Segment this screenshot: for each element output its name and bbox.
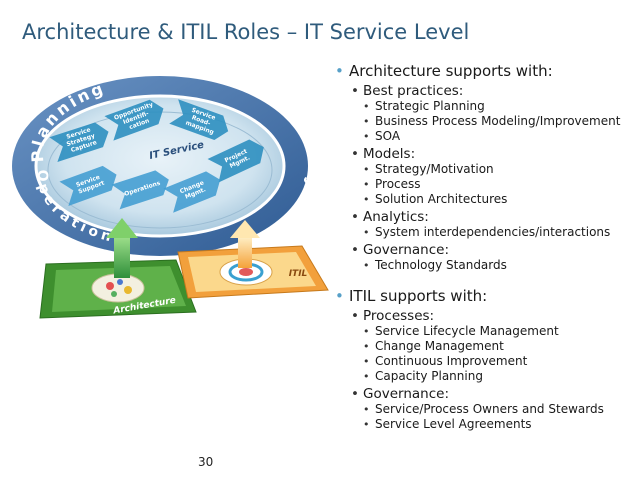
arch-heading: Architecture supports with: bbox=[333, 62, 635, 81]
list-item: Capacity Planning bbox=[333, 369, 635, 384]
arrow-service-support: Service Support bbox=[59, 165, 117, 207]
itil-processes: Processes: bbox=[333, 308, 635, 324]
list-item: Strategy/Motivation bbox=[333, 162, 635, 177]
platform-architecture: Architecture bbox=[39, 259, 197, 319]
arrow-project-mgmt: Project Mgmt. bbox=[207, 139, 264, 183]
supports-text: Architecture supports with: Best practic… bbox=[333, 60, 635, 432]
arch-analytics: Analytics: bbox=[333, 209, 635, 225]
arrow-operations: Operations bbox=[111, 170, 169, 210]
list-item: SOA bbox=[333, 129, 635, 144]
itil-governance: Governance: bbox=[333, 386, 635, 402]
svg-text:ITIL: ITIL bbox=[289, 269, 308, 279]
platform-itil: ITIL bbox=[177, 245, 329, 299]
arrow-change-mgmt: Change Mgmt. bbox=[163, 171, 221, 213]
list-item: Service Lifecycle Management bbox=[333, 324, 635, 339]
arrow-service-strategy: Service Strategy Capture bbox=[49, 122, 109, 163]
list-item: Continuous Improvement bbox=[333, 354, 635, 369]
arch-models: Models: bbox=[333, 146, 635, 162]
list-item: Service Level Agreements bbox=[333, 417, 635, 432]
itil-heading: ITIL supports with: bbox=[333, 287, 635, 306]
arch-best-practices: Best practices: bbox=[333, 83, 635, 99]
arch-governance: Governance: bbox=[333, 242, 635, 258]
list-item: System interdependencies/interactions bbox=[333, 225, 635, 240]
it-service-diagram: Planning Delivery Operations IT Service … bbox=[12, 76, 329, 319]
page-title: Architecture & ITIL Roles – IT Service L… bbox=[22, 20, 470, 44]
list-item: Business Process Modeling/Improvement bbox=[333, 114, 635, 129]
list-item: Technology Standards bbox=[333, 258, 635, 273]
list-item: Service/Process Owners and Stewards bbox=[333, 402, 635, 417]
list-item: Process bbox=[333, 177, 635, 192]
up-arrow-itil bbox=[230, 220, 260, 268]
up-arrow-architecture bbox=[106, 218, 138, 278]
list-item: Change Management bbox=[333, 339, 635, 354]
list-item: Solution Architectures bbox=[333, 192, 635, 207]
list-item: Strategic Planning bbox=[333, 99, 635, 114]
page-number: 30 bbox=[198, 455, 214, 469]
